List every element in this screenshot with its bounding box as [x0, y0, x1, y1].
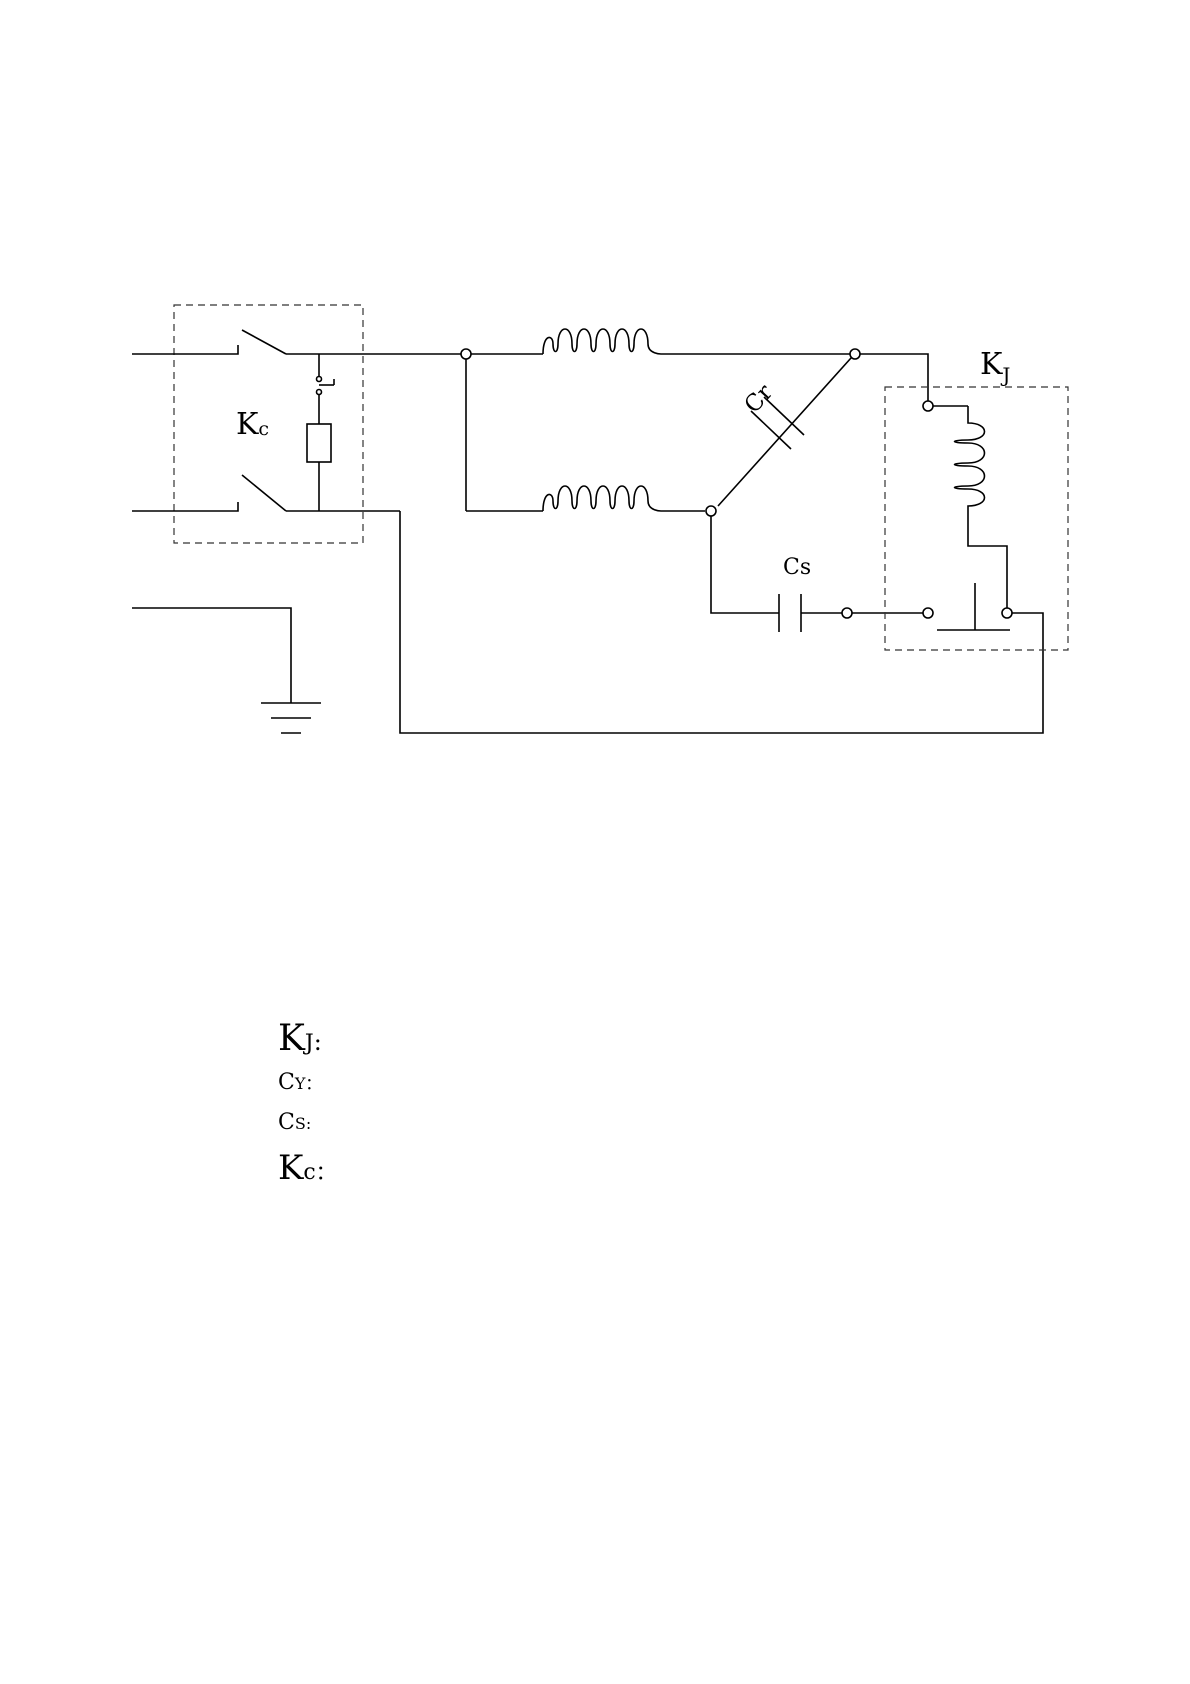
kc-aux-contact-dot-upper [317, 377, 322, 382]
terminal-kj-contact-in [923, 608, 933, 618]
terminal-node-a [461, 349, 471, 359]
input-line-lower [132, 502, 238, 511]
wire-to-cs [711, 516, 779, 613]
contactor-kc: Kc [132, 305, 363, 543]
legend-kj: KJ: [278, 1018, 322, 1059]
kj-coil [955, 406, 1008, 608]
relay-kj: KJ [885, 347, 1068, 650]
wire-return-loop [400, 511, 1043, 733]
legend-cs: CS: [278, 1110, 311, 1135]
wire-to-kj [860, 354, 928, 401]
ground [132, 608, 321, 733]
legend-cy: CY： [278, 1070, 321, 1095]
kc-switch-contact-upper [242, 330, 286, 354]
cs-label: Cs [783, 555, 811, 580]
capacitor-cr: Cr [740, 380, 804, 449]
ground-wire [132, 608, 291, 703]
kc-label: Kc [236, 407, 269, 442]
lower-winding [543, 486, 661, 511]
cr-label: Cr [740, 380, 778, 419]
kc-coil [307, 424, 331, 462]
capacitor-cs: Cs [779, 555, 811, 632]
kj-dashed-enclosure [885, 387, 1068, 650]
kj-label: KJ [980, 347, 1010, 387]
terminal-node-c [706, 506, 716, 516]
wire-cr-diagonal [718, 358, 851, 506]
terminal-kj-contact-out [1002, 608, 1012, 618]
terminal-node-b [850, 349, 860, 359]
legend-kc: Kc： [278, 1148, 336, 1188]
terminal-cs-out [842, 608, 852, 618]
kc-switch-contact-lower [242, 475, 286, 511]
upper-winding [543, 329, 661, 354]
input-line-upper [132, 345, 238, 354]
kc-aux-contact-dot-lower [317, 390, 322, 395]
terminal-kj-coil [923, 401, 933, 411]
